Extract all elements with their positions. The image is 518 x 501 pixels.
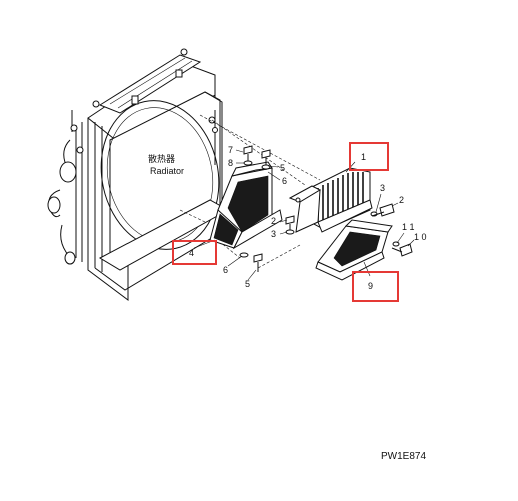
callout-3-left: 3 xyxy=(271,229,276,239)
callout-8: 8 xyxy=(228,158,233,168)
highlight-box-4 xyxy=(172,240,217,265)
callout-5-top: 5 xyxy=(280,163,285,173)
callout-10: 1 0 xyxy=(414,232,427,242)
callout-6-bottom: 6 xyxy=(223,265,228,275)
callout-1: 1 xyxy=(361,152,366,162)
highlight-box-1 xyxy=(349,142,389,171)
callout-4: 4 xyxy=(189,248,194,258)
callout-2-right: 2 xyxy=(399,195,404,205)
callout-5-bottom: 5 xyxy=(245,279,250,289)
radiator-assembly xyxy=(47,48,230,301)
callout-2-left: 2 xyxy=(271,216,276,226)
figure-code: PW1E874 xyxy=(381,451,426,462)
bottom-guard xyxy=(315,219,393,281)
callout-11: 1 1 xyxy=(402,222,415,232)
callout-9: 9 xyxy=(368,281,373,291)
right-screen xyxy=(288,167,373,233)
radiator-label-en: Radiator xyxy=(150,166,184,176)
highlight-box-9 xyxy=(352,271,399,302)
callout-3-right: 3 xyxy=(380,183,385,193)
radiator-label-cn: 散热器 xyxy=(148,153,175,164)
hardware xyxy=(239,145,413,272)
left-guard-plate xyxy=(209,161,283,250)
callout-6-top: 6 xyxy=(282,176,287,186)
callout-7: 7 xyxy=(228,145,233,155)
